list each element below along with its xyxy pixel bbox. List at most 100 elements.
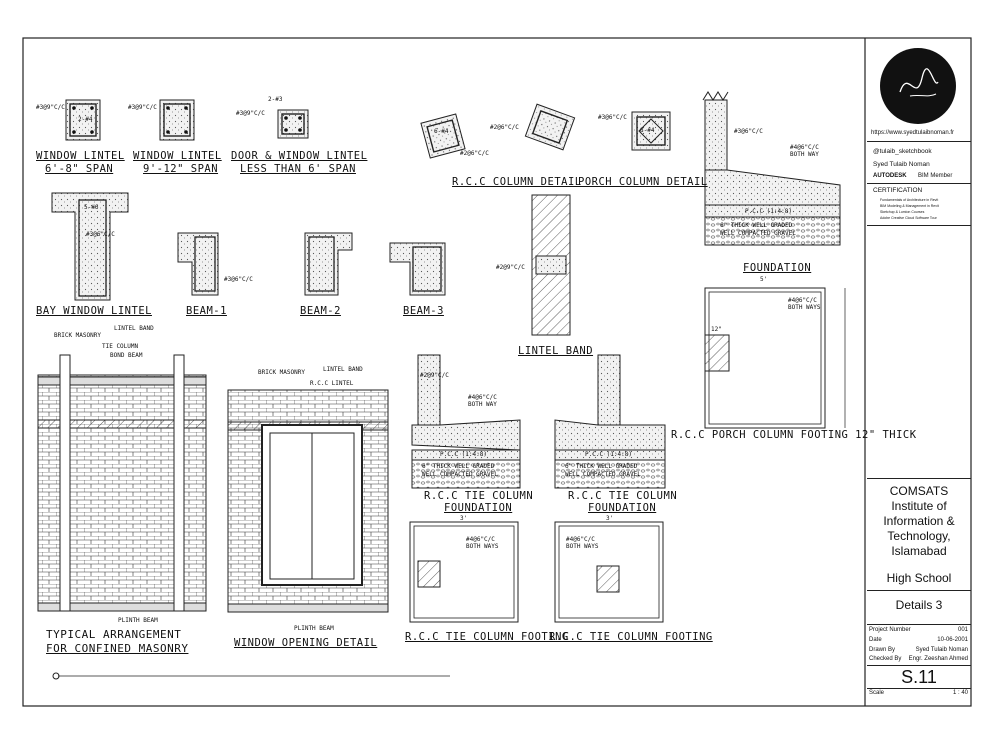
autodesk-logo: AUTODESK [873,173,907,179]
window-lintel-2-section [159,99,195,141]
foundation-pcc: P.C.C (1:4:8) [745,208,792,215]
bay-ring-note: #3@6"C/C [86,231,115,238]
footing-1-dim: 3' [460,515,468,522]
institute-name: COMSATS Institute of Information & Techn… [883,484,955,558]
meta-label-checked-by: Checked By [869,656,902,662]
tie-column-foundation-2-sub: FOUNDATION [588,502,657,514]
meta-value-project-number: 001 [957,627,968,633]
author-name: Syed Tulaib Noman [873,161,930,168]
beam-1-ring-note: #3@6"C/C [224,276,253,283]
tie-column-footing-2-title: R.C.C TIE COLUMN FOOTING [549,631,713,643]
scale-value: 1 : 40 [952,690,968,696]
tie-both-way-1: #4@6"C/C [468,394,497,401]
brick-masonry-note: BRICK MASONRY [54,332,101,339]
foundation-title: FOUNDATION [743,262,812,274]
meta-value-drawn-by: Syed Tulaib Noman [915,647,968,653]
tie-column-foundation-1-title: R.C.C TIE COLUMN [424,490,534,502]
window-lintel-1-span: 6'-8" SPAN [45,163,114,175]
ring-note-5: #2@6"C/C [490,124,519,131]
scale-label: Scale [869,690,885,696]
bars-note-5: 5-#6 [84,204,99,211]
sheet-title: Details 3 [895,598,943,612]
footing-1-both-ways: #4@6"C/C [466,536,495,543]
meta-label-date: Date [869,637,882,643]
cert-line: Sketchup & Lumion Courses [880,210,925,214]
window-opening-elevation [227,389,389,613]
website-link[interactable]: https://www.syedtulaibnoman.fr [871,130,955,136]
bay-window-lintel-title: BAY WINDOW LINTEL [36,305,152,317]
confined-masonry-elevation [37,354,207,612]
bim-member: BIM Member [918,173,953,179]
porch-footing-dim: 5' [760,276,768,283]
meta-value-checked-by: Engr. Zeeshan Ahmed [908,656,968,662]
door-window-lintel-title: DOOR & WINDOW LINTEL [231,150,368,162]
footing-2-both-ways: #4@6"C/C [566,536,595,543]
cert-line: Adobe Creative Cloud Software Tour [880,216,937,220]
bay-window-lintel-section [51,192,129,301]
bars-note-2: 2-#3 [268,96,283,103]
beam-1-section [177,232,219,296]
porch-ring-note: #3@6"C/C [598,114,627,121]
tie-column-foundation-2 [554,354,666,489]
tie-gravel-2b: WELL COMPACTED GRAVEL [565,471,641,478]
footing-2-both-ways-text: BOTH WAYS [566,543,599,550]
footing-1-both-ways-text: BOTH WAYS [466,543,499,550]
rcc-lintel-note: R.C.C LINTEL [310,380,354,387]
rcc-column-detail-title: R.C.C COLUMN DETAIL [452,176,582,188]
cert-line: Fundamentals of Architecture in Revit [880,198,939,202]
tie-pcc-1: P.C.C (1:4:8) [440,451,487,458]
lintel-band-note: LINTEL BAND [114,325,154,332]
social-handle[interactable]: @tulaib_sketchbook [873,148,932,155]
cert-line: BIM Modeling & Management in Revit [880,204,939,208]
certification-heading: CERTIFICATION [873,187,923,194]
tie-column-footing-1-title: R.C.C TIE COLUMN FOOTING [405,631,569,643]
porch-column-detail-title: PORCH COLUMN DETAIL [578,176,708,188]
tie-gravel-2a: 6" THICK WELL GRADED [565,463,638,470]
foundation-gravel-2: WELL COMPACTED GRAVEL [720,230,796,237]
ring-note-2: #3@9"C/C [128,104,157,111]
window-lintel-1-section [65,99,101,141]
bars-note-4: 6-#4 [434,128,449,135]
foundation-gravel-1: 6" THICK WELL GRADED [720,222,793,229]
foundation-ring-note: #3@6"C/C [734,128,763,135]
beam-3-title: BEAM-3 [403,305,444,317]
meta-label-project-number: Project Number [869,627,911,633]
footing-2-dim: 3' [606,515,614,522]
tie-column-footing-plan-2 [554,521,664,623]
tie-ring-note-1: #2@9"C/C [420,372,449,379]
foundation-both-way: #4@6"C/C [790,144,819,151]
sheet-number: S.11 [901,667,937,687]
bars-note-3: 8-#4 [640,127,655,134]
porch-column-section [631,111,671,151]
brick-masonry-note-2: BRICK MASONRY [258,369,305,376]
door-window-lintel-span: LESS THAN 6' SPAN [240,163,356,175]
rcc-column-sections [420,103,576,159]
tie-column-footing-plan-1 [409,521,519,623]
beam-2-section [304,232,353,296]
ring-note-4: #2@6"C/C [460,150,489,157]
ring-note-3: #3@9"C/C [236,110,265,117]
beam-3-section [389,242,446,296]
signature-logo [880,48,956,124]
tie-column-foundation-2-title: R.C.C TIE COLUMN [568,490,678,502]
window-opening-title: WINDOW OPENING DETAIL [234,637,378,649]
tie-column-note: TIE COLUMN [102,343,139,350]
tie-gravel-1a: 6" THICK WELL GRADED [422,463,495,470]
tie-column-foundation-1 [411,354,521,489]
porch-footing-both-ways: #4@6"C/C [788,297,817,304]
meta-value-date: 10-06-2001 [937,637,968,643]
tie-pcc-2: P.C.C (1:4:8) [585,451,632,458]
lintel-band-note-2: LINTEL BAND [323,366,363,373]
porch-footing-both-ways-text: BOTH WAYS [788,304,821,311]
plinth-beam-note: PLINTH BEAM [118,617,158,624]
foundation-both-way-text: BOTH WAY [790,151,819,158]
lintel-band-ring-note: #2@9"C/C [496,264,525,271]
signature-icon [899,68,939,97]
beam-2-title: BEAM-2 [300,305,341,317]
lintel-band-section [531,194,571,336]
project-name: High School [886,571,952,585]
meta-label-drawn-by: Drawn By [869,647,896,653]
tie-both-way-text-1: BOTH WAY [468,401,497,408]
ring-note-1: #3@9"C/C [36,104,65,111]
